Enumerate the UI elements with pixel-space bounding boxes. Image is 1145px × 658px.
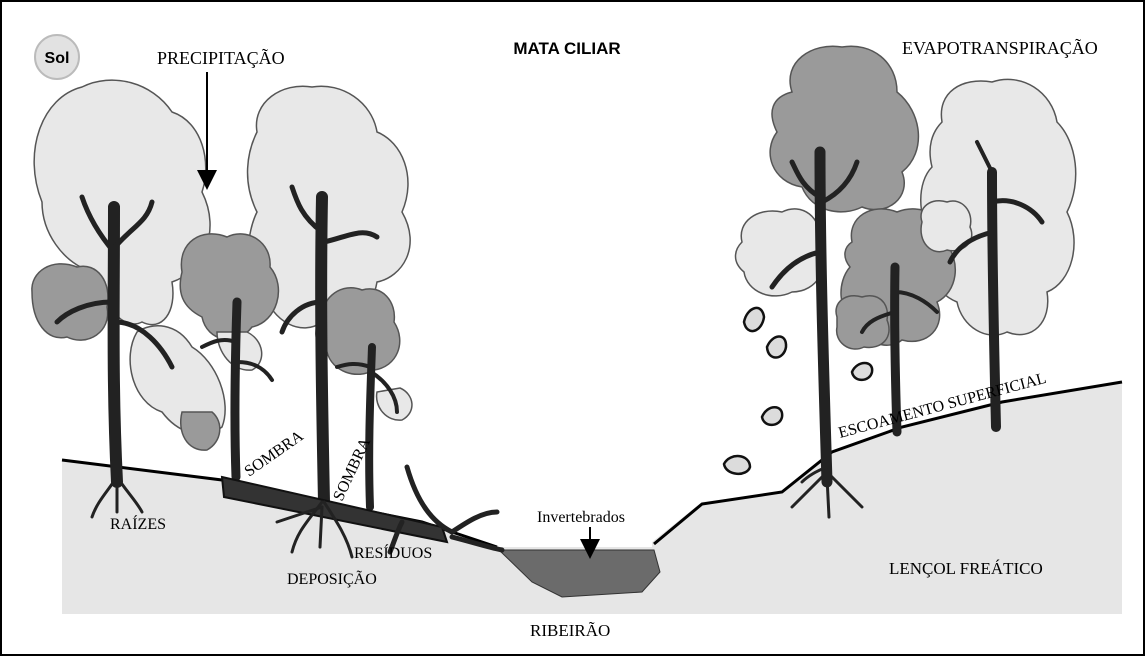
left-roots <box>90 475 354 559</box>
left-canopy-7 <box>315 287 401 375</box>
right-trunks <box>769 140 1045 488</box>
right-canopy-1 <box>769 45 920 213</box>
left-canopy-4 <box>179 233 280 341</box>
shade-label-1: SOMBRA <box>242 427 307 480</box>
invertebrates-label: Invertebrados <box>537 509 625 526</box>
left-trunks <box>54 184 399 511</box>
sun-label: Sol <box>45 50 70 67</box>
left-canopy-2 <box>31 263 109 341</box>
residue-branches <box>387 464 505 555</box>
left-canopy-5 <box>129 325 226 435</box>
left-bank-ground <box>62 460 502 614</box>
precipitation-label: PRECIPITAÇÃO <box>157 47 285 68</box>
sun-icon <box>34 34 80 80</box>
falling-leaves <box>722 306 874 475</box>
roots-label: RAÍZES <box>110 514 166 533</box>
right-bank-ground <box>652 382 1122 614</box>
title: MATA CILIAR <box>513 39 620 58</box>
deposition-label: DEPOSIÇÃO <box>287 570 377 588</box>
left-canopy-6 <box>180 411 221 451</box>
evapotranspiration-label: EVAPOTRANSPIRAÇÃO <box>902 37 1098 58</box>
water-table-label: LENÇOL FREÁTICO <box>889 559 1043 578</box>
right-canopy-5 <box>835 295 890 350</box>
right-roots <box>790 465 864 519</box>
right-canopy-6 <box>920 200 973 253</box>
stream-label: RIBEIRÃO <box>530 621 610 640</box>
stream-water <box>497 549 661 598</box>
fallen-log <box>220 475 449 544</box>
residues-label: RESÍDUOS <box>354 543 432 562</box>
right-ground-line <box>653 380 1123 546</box>
